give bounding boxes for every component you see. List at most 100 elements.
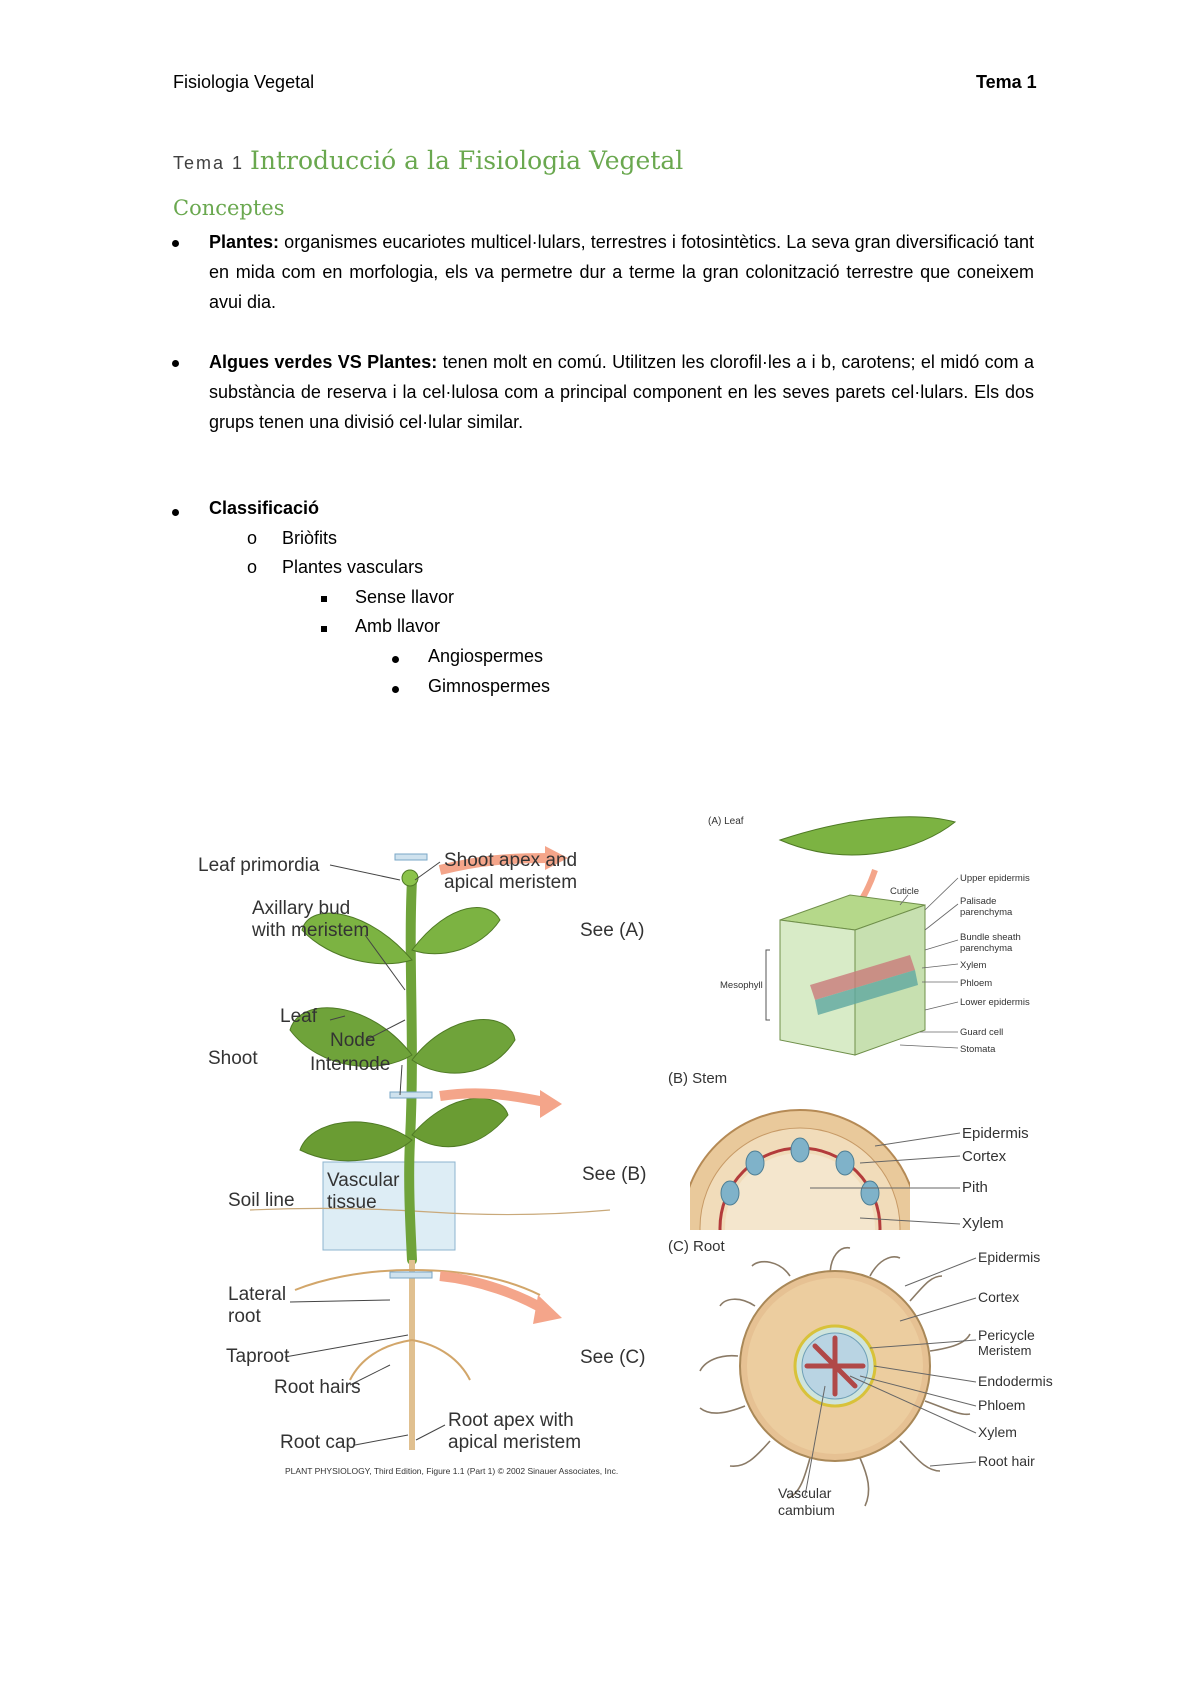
label-vascular-cambium: cambium [778, 1502, 835, 1518]
label-meristem: Meristem [978, 1343, 1031, 1358]
root-hair [700, 1356, 738, 1371]
vascular-bundle [861, 1181, 879, 1205]
mesophyll-bracket [766, 950, 770, 1020]
square-marker [321, 626, 327, 632]
leader-line [330, 865, 400, 880]
label-root-xylem: Xylem [978, 1424, 1017, 1440]
label-lower-epidermis: Lower epidermis [960, 997, 1030, 1008]
root-hair [700, 1406, 745, 1413]
title-main: Introducció a la Fisiologia Vegetal [250, 146, 683, 175]
root-figure-title: (C) Root [668, 1238, 726, 1255]
class-item-angiospermes: Angiospermes [428, 646, 543, 667]
bullet-marker [172, 240, 179, 247]
arrow-head [540, 1090, 562, 1118]
leaf-shape [412, 1020, 515, 1074]
label-root-phloem: Phloem [978, 1397, 1025, 1413]
label-vascular-cambium: Vascular [778, 1485, 832, 1501]
vascular-bundle [721, 1181, 739, 1205]
label-stem-xylem: Xylem [962, 1215, 1004, 1232]
label-guard-cell: Guard cell [960, 1027, 1003, 1038]
label-soil-line: Soil line [228, 1190, 295, 1211]
label-vascular-tissue: tissue [327, 1192, 377, 1213]
label-bundle-sheath: Bundle sheath [960, 932, 1021, 943]
definition-plantes: organismes eucariotes multicel·lulars, t… [209, 232, 1034, 312]
header-topic: Tema 1 [976, 72, 1037, 93]
leaf-figure-title: (A) Leaf [708, 816, 744, 827]
root-hair [720, 1299, 755, 1306]
document-title: Tema 1 Introducció a la Fisiologia Vegeta… [173, 146, 683, 175]
arrow-to-c [440, 1276, 545, 1310]
title-prefix: Tema 1 [173, 153, 244, 173]
label-leaf-primordia: Leaf primordia [198, 855, 320, 876]
shoot-apex-bud [402, 870, 418, 886]
label-shoot-apex: Shoot apex and [444, 850, 577, 871]
label-bundle-sheath: parenchyma [960, 943, 1013, 954]
label-root-apex: apical meristem [448, 1432, 581, 1453]
leaf-shape [300, 1122, 412, 1161]
leader-line [900, 1045, 958, 1048]
label-stem-cortex: Cortex [962, 1148, 1007, 1165]
label-shoot: Shoot [208, 1048, 258, 1069]
class-item-gimnospermes: Gimnospermes [428, 676, 550, 697]
vascular-bundle [746, 1151, 764, 1175]
leader-line [925, 878, 958, 910]
label-stem-epidermis: Epidermis [962, 1125, 1029, 1142]
label-vascular-tissue: Vascular [327, 1170, 400, 1191]
square-marker [321, 596, 327, 602]
leader-line [355, 1435, 408, 1445]
label-endodermis: Endodermis [978, 1373, 1053, 1389]
term-plantes: Plantes: [209, 232, 279, 252]
root-hair [870, 1257, 900, 1276]
label-lateral-root: root [228, 1306, 261, 1327]
label-shoot-apex: apical meristem [444, 872, 577, 893]
cut-plane-b [390, 1092, 432, 1098]
cut-plane-a [395, 854, 427, 860]
lateral-root [350, 1340, 412, 1380]
label-see-a: See (A) [580, 920, 644, 941]
circle-marker: o [247, 557, 257, 578]
header-course-title: Fisiologia Vegetal [173, 72, 314, 93]
vascular-bundle [791, 1138, 809, 1162]
label-root-apex: Root apex with [448, 1410, 574, 1431]
label-see-c: See (C) [580, 1347, 645, 1368]
class-item-vasculars: Plantes vasculars [282, 557, 423, 578]
root-hair [752, 1262, 790, 1276]
leader-line [875, 1133, 960, 1146]
label-palisade: parenchyma [960, 907, 1013, 918]
class-item-briofits: Briòfits [282, 528, 337, 549]
leader-line [290, 1300, 390, 1302]
stem-cross-section-diagram: (B) Stem Epidermis Cortex Pith Xylem [660, 1068, 1080, 1248]
class-item-sense-llavor: Sense llavor [355, 587, 454, 608]
leader-line [925, 904, 958, 930]
leader-line [930, 1462, 976, 1466]
label-lateral-root: Lateral [228, 1284, 286, 1305]
label-upper-epidermis: Upper epidermis [960, 873, 1030, 884]
plant-body-diagram: Leaf primordia Shoot apex and apical mer… [190, 840, 670, 1480]
label-axillary-bud: Axillary bud [252, 898, 350, 919]
leader-line [925, 940, 958, 950]
arrow-head [533, 1295, 562, 1324]
label-leaf-phloem: Phloem [960, 978, 992, 989]
section-title: Conceptes [173, 196, 285, 220]
vascular-bundle [836, 1151, 854, 1175]
label-see-b: See (B) [582, 1164, 646, 1185]
root-hair [860, 1458, 869, 1506]
paragraph-plantes: Plantes: organismes eucariotes multicel·… [209, 227, 1034, 317]
root-hair [910, 1276, 942, 1301]
label-pericycle: Pericycle [978, 1327, 1035, 1343]
label-pith: Pith [962, 1179, 988, 1196]
class-item-amb-llavor: Amb llavor [355, 616, 440, 637]
label-internode: Internode [310, 1054, 390, 1075]
leader-line [400, 1065, 402, 1095]
label-cuticle: Cuticle [890, 886, 919, 897]
bullet-marker [172, 360, 179, 367]
lateral-root [412, 1340, 470, 1380]
leader-line [416, 1425, 445, 1440]
label-leaf: Leaf [280, 1006, 318, 1027]
leaf-outline [780, 817, 955, 855]
root-hair [730, 1441, 770, 1466]
term-algues: Algues verdes VS Plantes: [209, 352, 437, 372]
bullet-marker [172, 509, 179, 516]
leader-line [415, 862, 440, 880]
bullet-marker [392, 686, 399, 693]
